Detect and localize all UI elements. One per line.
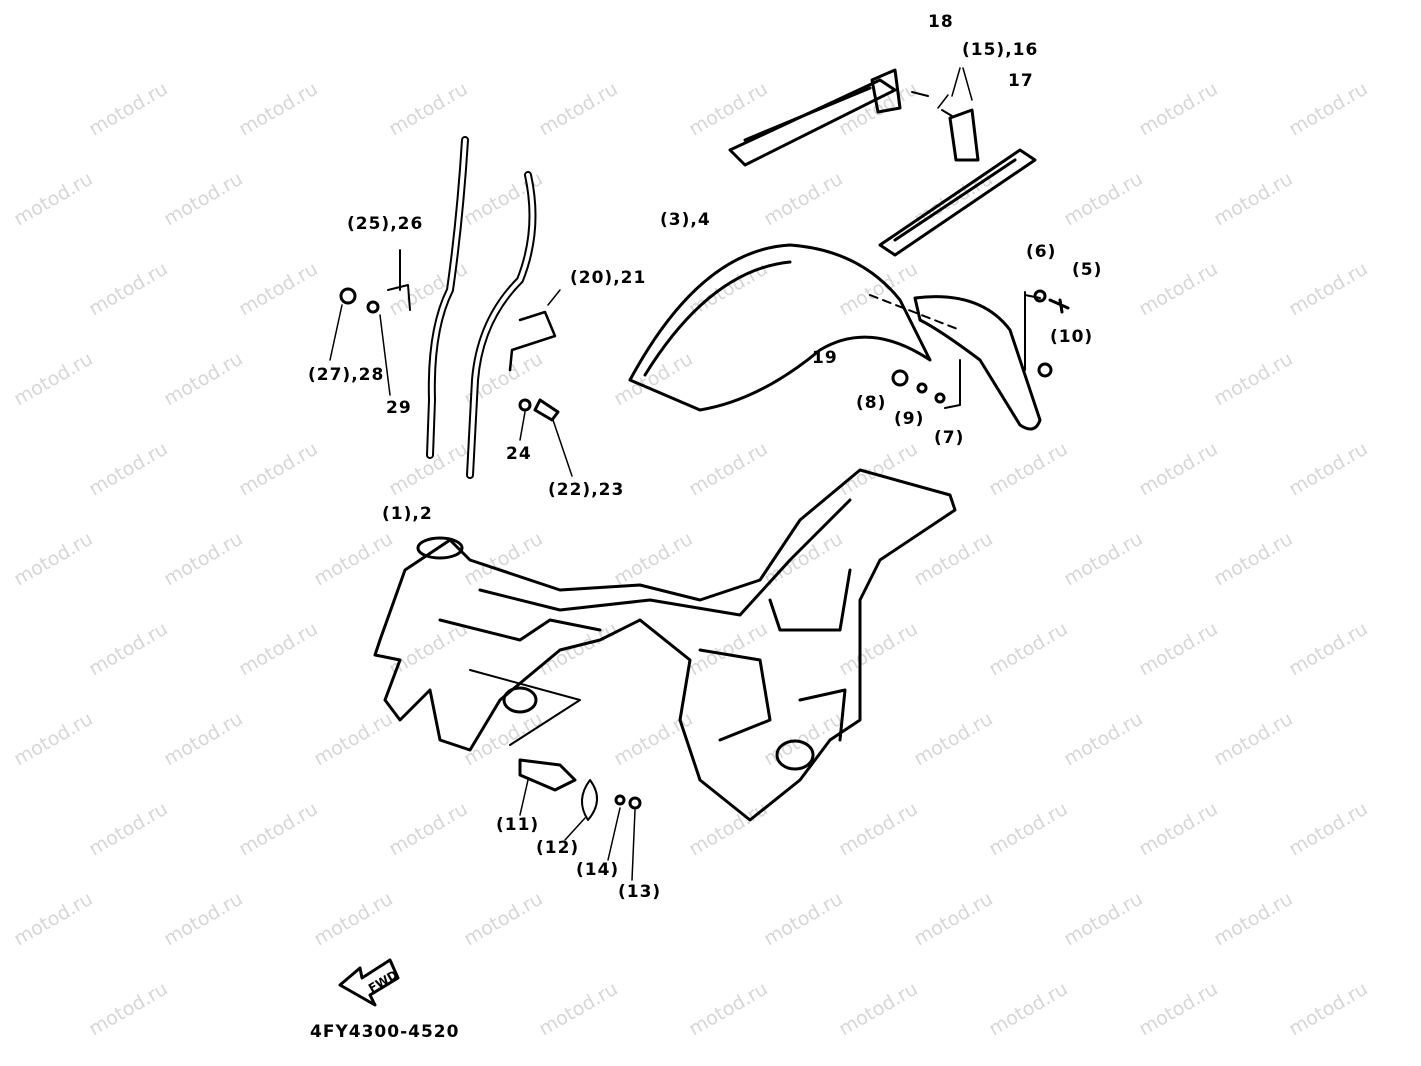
callout-14: (14) bbox=[576, 860, 620, 880]
callout-19: 19 bbox=[812, 348, 838, 368]
callout-22-23: (22),23 bbox=[548, 480, 625, 500]
callout-6: (6) bbox=[1026, 242, 1057, 262]
callout-20-21: (20),21 bbox=[570, 268, 647, 288]
callout-10: (10) bbox=[1050, 327, 1094, 347]
callout-9: (9) bbox=[894, 409, 925, 429]
bracket-17 bbox=[948, 108, 980, 162]
grab-bar-right bbox=[878, 148, 1037, 257]
callout-7: (7) bbox=[934, 428, 965, 448]
callout-27-28: (27),28 bbox=[308, 365, 385, 385]
rear-flap bbox=[913, 295, 1042, 431]
callout-18: 18 bbox=[928, 12, 954, 32]
grab-bar-left bbox=[728, 78, 897, 167]
callout-1-2: (1),2 bbox=[382, 504, 433, 524]
part-code: 4FY4300-4520 bbox=[310, 1022, 460, 1042]
brake-hose-right bbox=[466, 171, 537, 479]
callout-13: (13) bbox=[618, 882, 662, 902]
rear-fender bbox=[628, 243, 961, 412]
callout-3-4: (3),4 bbox=[660, 210, 711, 230]
bracket-18 bbox=[870, 68, 902, 114]
callout-25-26: (25),26 bbox=[347, 214, 424, 234]
callout-17: 17 bbox=[1008, 71, 1034, 91]
brake-hose-left bbox=[426, 136, 469, 459]
callout-24: 24 bbox=[506, 444, 532, 464]
callout-11: (11) bbox=[496, 815, 540, 835]
main-frame bbox=[373, 468, 957, 822]
callout-15-16: (15),16 bbox=[962, 40, 1039, 60]
callout-12: (12) bbox=[536, 838, 580, 858]
callout-5: (5) bbox=[1072, 260, 1103, 280]
fwd-arrow-icon: FWD bbox=[338, 958, 400, 1007]
callout-29: 29 bbox=[386, 398, 412, 418]
callout-8: (8) bbox=[856, 393, 887, 413]
